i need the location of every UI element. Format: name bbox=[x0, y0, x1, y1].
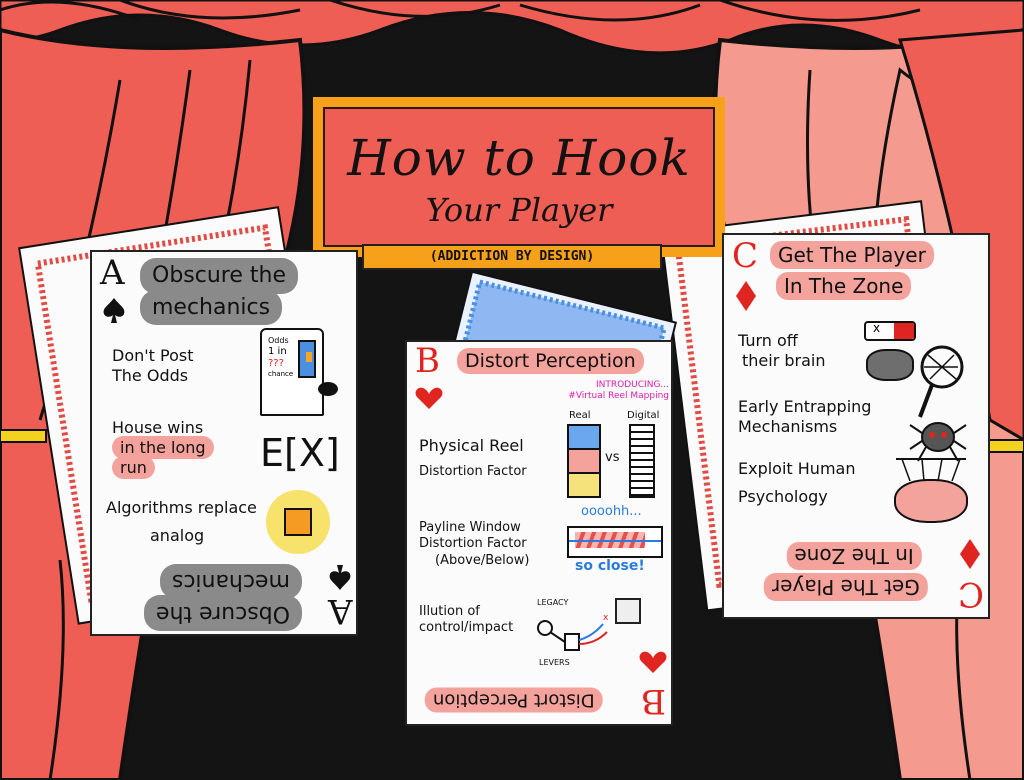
toggle-x-label: x bbox=[873, 321, 881, 335]
card-b-footer: Distort Perception bbox=[425, 687, 603, 713]
card-c-item-1: Turn off their brain bbox=[738, 331, 826, 371]
card-c-item-1-line2: their brain bbox=[742, 351, 826, 370]
spider-icon bbox=[909, 422, 967, 462]
card-c-footer: Get The Player In The Zone bbox=[764, 542, 928, 601]
card-c-heading-line1: Get The Player bbox=[770, 241, 934, 269]
card-b-heading-text: Distort Perception bbox=[457, 348, 644, 374]
lever-icon: x bbox=[537, 613, 609, 651]
odds-one-in: 1 in bbox=[268, 345, 287, 357]
card-b-intro-line2: #Virtual Reel Mapping bbox=[568, 391, 669, 402]
brain-icon-pink bbox=[894, 479, 968, 523]
card-a-heading-line2: mechanics bbox=[140, 289, 283, 325]
card-b-intro: INTRODUCING... #Virtual Reel Mapping bbox=[559, 380, 669, 403]
microchip-icon-b bbox=[615, 598, 641, 624]
card-b-item-2-line3: (Above/Below) bbox=[435, 552, 530, 568]
card-b-item-3-line2: control/impact bbox=[419, 620, 514, 636]
card-a-item-1: Don't Post The Odds bbox=[112, 346, 193, 386]
card-b-item-1: Physical Reel Distortion Factor bbox=[419, 436, 527, 480]
card-a-rank: A bbox=[100, 253, 125, 293]
svg-text:x: x bbox=[603, 613, 609, 623]
card-b-intro-line1: INTRODUCING... bbox=[596, 380, 669, 390]
odds-label: Odds bbox=[268, 336, 289, 345]
card-a: A Obscure the mechanics Don't Post The O… bbox=[90, 250, 358, 636]
card-c-heading-line2: In The Zone bbox=[776, 272, 912, 300]
puppet-strings-icon bbox=[896, 458, 966, 482]
card-a-heading: Obscure the mechanics bbox=[140, 258, 298, 325]
real-reel-icon bbox=[567, 424, 601, 498]
card-c-item-3-line2: Psychology bbox=[738, 487, 828, 506]
card-a-item-3: Algorithms replace analog bbox=[106, 498, 257, 546]
card-b-item-1-line1: Physical Reel bbox=[419, 436, 524, 455]
card-a-item-1-line2: The Odds bbox=[112, 366, 189, 385]
card-b-item-2-line2: Distortion Factor bbox=[419, 536, 527, 552]
card-b-footer-text: Distort Perception bbox=[425, 687, 603, 713]
card-b-rank: B bbox=[415, 341, 440, 381]
so-close-label: so close! bbox=[575, 558, 645, 574]
card-b-item-1-line2: Distortion Factor bbox=[419, 464, 527, 479]
card-a-footer: Obscure the mechanics bbox=[144, 564, 302, 631]
card-b-item-2-line1: Payline Window bbox=[419, 520, 521, 535]
spade-icon-footer bbox=[329, 565, 351, 590]
card-b-footer-rank: B bbox=[641, 681, 666, 721]
card-c-item-3-line1: Exploit Human bbox=[738, 459, 856, 478]
legacy-label: LEGACY bbox=[537, 598, 569, 607]
card-b: B Distort Perception INTRODUCING... #Vir… bbox=[405, 340, 673, 726]
card-c: C Get The Player In The Zone Turn off th… bbox=[722, 233, 990, 619]
card-c-footer-line2: In The Zone bbox=[786, 542, 922, 570]
title-main: How to Hook bbox=[347, 129, 691, 187]
butterfly-net-icon bbox=[918, 345, 964, 418]
card-b-item-3: Illution of control/impact bbox=[419, 604, 513, 637]
card-b-item-3-line1: Illution of bbox=[419, 604, 480, 619]
card-c-item-1-line1: Turn off bbox=[738, 331, 798, 350]
card-c-item-2-line1: Early Entrapping bbox=[738, 397, 872, 416]
card-b-item-2: Payline Window Distortion Factor (Above/… bbox=[419, 520, 529, 569]
digital-label: Digital bbox=[627, 410, 660, 421]
card-c-item-2: Early Entrapping Mechanisms bbox=[738, 397, 871, 437]
real-label: Real bbox=[569, 410, 591, 421]
payline-window-icon bbox=[567, 526, 663, 558]
card-c-footer-rank: C bbox=[958, 574, 985, 614]
card-a-item-2-line3: run bbox=[112, 456, 155, 479]
valance-folds bbox=[0, 0, 921, 22]
left-tieback bbox=[0, 429, 47, 443]
card-c-footer-line1: Get The Player bbox=[764, 573, 928, 601]
card-a-item-2-line2: in the long bbox=[112, 436, 214, 459]
brain-icon-grey bbox=[866, 349, 914, 381]
title-sub: Your Player bbox=[425, 191, 613, 229]
card-c-item-2-line2: Mechanisms bbox=[738, 417, 838, 436]
card-a-item-3-line1: Algorithms replace bbox=[106, 498, 257, 517]
card-b-heading: Distort Perception bbox=[457, 348, 644, 374]
oooh-label: oooohh... bbox=[581, 504, 642, 519]
card-a-footer-line2: mechanics bbox=[159, 564, 302, 600]
title-board: How to Hook Your Player bbox=[313, 97, 725, 257]
card-a-item-2-line1: House wins bbox=[112, 418, 204, 437]
card-a-item-2: House wins in the long run bbox=[112, 418, 214, 479]
card-c-heading: Get The Player In The Zone bbox=[770, 241, 934, 300]
card-a-footer-rank: A bbox=[328, 591, 353, 631]
card-c-item-3: Exploit Human Psychology bbox=[738, 459, 855, 507]
card-a-item-1-line1: Don't Post bbox=[112, 346, 194, 365]
expected-value-label: E[X] bbox=[260, 431, 340, 475]
toggle-switch-icon: x bbox=[864, 321, 916, 341]
card-a-footer-line1: Obscure the bbox=[144, 595, 302, 631]
card-c-rank: C bbox=[732, 236, 759, 276]
spade-icon bbox=[103, 298, 125, 323]
diamond-icon bbox=[736, 281, 756, 311]
card-a-item-3-line2: analog bbox=[150, 526, 205, 545]
title-ribbon: (ADDICTION BY DESIGN) bbox=[362, 244, 662, 270]
odds-chance: chance bbox=[268, 369, 294, 378]
vs-label: vs bbox=[605, 450, 620, 465]
card-a-heading-line1: Obscure the bbox=[140, 258, 298, 294]
right-tieback bbox=[984, 439, 1024, 453]
digital-reel-icon bbox=[629, 424, 655, 498]
slot-machine-icon: Odds 1 in ??? chance bbox=[260, 328, 324, 416]
stool-icon bbox=[318, 382, 338, 396]
diamond-icon-footer bbox=[960, 539, 980, 569]
heart-icon bbox=[415, 387, 443, 409]
odds-qmarks: ??? bbox=[268, 357, 284, 369]
levers-label: LEVERS bbox=[539, 658, 570, 667]
microchip-icon bbox=[266, 490, 330, 554]
heart-icon-footer bbox=[639, 651, 667, 673]
